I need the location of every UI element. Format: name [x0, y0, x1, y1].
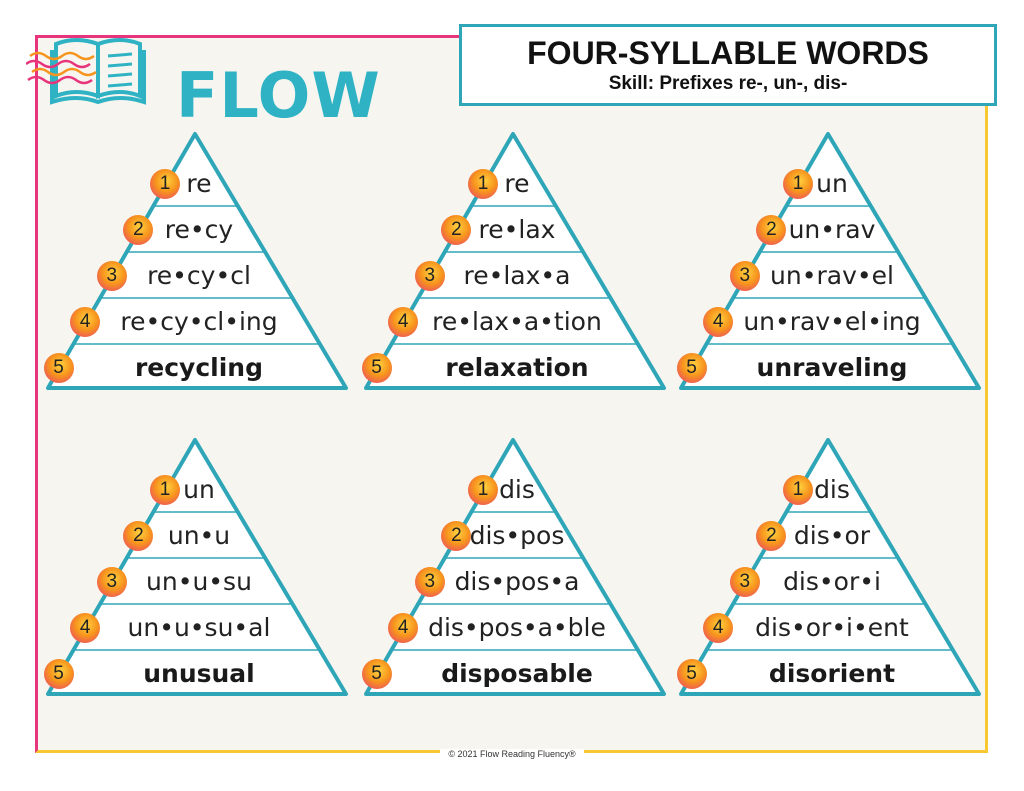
syllable-row: dis — [499, 475, 535, 504]
step-number-5: 5 — [676, 659, 707, 689]
syllable-row: re•lax•a — [463, 261, 571, 290]
full-word: recycling — [134, 353, 264, 382]
pyramid-triangle — [46, 438, 348, 696]
step-number-3: 3 — [729, 567, 760, 597]
syllable-row: un•u•su — [146, 567, 252, 596]
step-number-1: 1 — [150, 475, 181, 505]
syllable-row: un•rav•el — [770, 261, 894, 290]
syllable-row: re•cy•cl — [147, 261, 251, 290]
step-number-1: 1 — [783, 475, 814, 505]
full-word: disposable — [441, 659, 593, 688]
step-number-3: 3 — [729, 261, 760, 291]
syllable-row: dis•or — [793, 521, 871, 550]
syllable-row: re•cy — [164, 215, 234, 244]
step-number-5: 5 — [43, 659, 74, 689]
flow-logo: FLOW — [25, 30, 380, 132]
full-word: unusual — [143, 659, 255, 688]
syllable-row: un•u — [167, 521, 231, 550]
brand-name: FLOW — [176, 59, 381, 132]
syllable-row: dis — [814, 475, 850, 504]
step-number-2: 2 — [756, 521, 787, 551]
step-number-2: 2 — [123, 215, 154, 245]
page-title: FOUR-SYLLABLE WORDS — [527, 35, 929, 71]
pyramid-triangle — [679, 438, 981, 696]
step-number-4: 4 — [70, 613, 101, 643]
syllable-row: un — [816, 169, 848, 198]
pyramid-triangle — [679, 132, 981, 390]
title-box: FOUR-SYLLABLE WORDS Skill: Prefixes re-,… — [459, 24, 997, 106]
syllable-row: un — [183, 475, 215, 504]
step-number-5: 5 — [361, 353, 392, 383]
syllable-row: re — [186, 169, 212, 198]
full-word: unraveling — [756, 353, 908, 382]
step-number-5: 5 — [361, 659, 392, 689]
syllable-row: re — [504, 169, 530, 198]
step-number-4: 4 — [703, 613, 734, 643]
full-word: relaxation — [445, 353, 589, 382]
syllable-row: dis•or•i — [783, 567, 881, 596]
step-number-2: 2 — [441, 215, 472, 245]
syllable-row: un•u•su•al — [127, 613, 271, 642]
step-number-2: 2 — [123, 521, 154, 551]
step-number-2: 2 — [441, 521, 472, 551]
step-number-5: 5 — [676, 353, 707, 383]
step-number-1: 1 — [783, 169, 814, 199]
pyramid-triangle — [364, 438, 666, 696]
step-number-5: 5 — [43, 353, 74, 383]
step-number-4: 4 — [388, 613, 419, 643]
syllable-row: un•rav — [788, 215, 876, 244]
syllable-row: un•rav•el•ing — [743, 307, 921, 336]
syllable-row: dis•or•i•ent — [755, 613, 909, 642]
syllable-row: dis•pos•a — [454, 567, 580, 596]
step-number-3: 3 — [96, 567, 127, 597]
step-number-1: 1 — [150, 169, 181, 199]
syllable-row: dis•pos•a•ble — [428, 613, 606, 642]
full-word: disorient — [768, 659, 896, 688]
pyramid-triangle — [364, 132, 666, 390]
syllable-row: re•lax•a•tion — [432, 307, 602, 336]
page-subtitle: Skill: Prefixes re-, un-, dis- — [608, 73, 848, 94]
step-number-3: 3 — [414, 261, 445, 291]
step-number-1: 1 — [468, 169, 499, 199]
step-number-3: 3 — [96, 261, 127, 291]
step-number-2: 2 — [756, 215, 787, 245]
syllable-row: re•cy•cl•ing — [120, 307, 278, 336]
step-number-4: 4 — [70, 307, 101, 337]
step-number-1: 1 — [468, 475, 499, 505]
open-book-icon — [25, 38, 146, 105]
step-number-3: 3 — [414, 567, 445, 597]
copyright-text: © 2021 Flow Reading Fluency® — [440, 749, 584, 759]
copyright-footer: © 2021 Flow Reading Fluency® — [0, 749, 1024, 759]
pyramid-triangle — [46, 132, 348, 390]
syllable-row: dis•pos — [469, 521, 565, 550]
step-number-4: 4 — [388, 307, 419, 337]
step-number-4: 4 — [703, 307, 734, 337]
syllable-row: re•lax — [478, 215, 556, 244]
